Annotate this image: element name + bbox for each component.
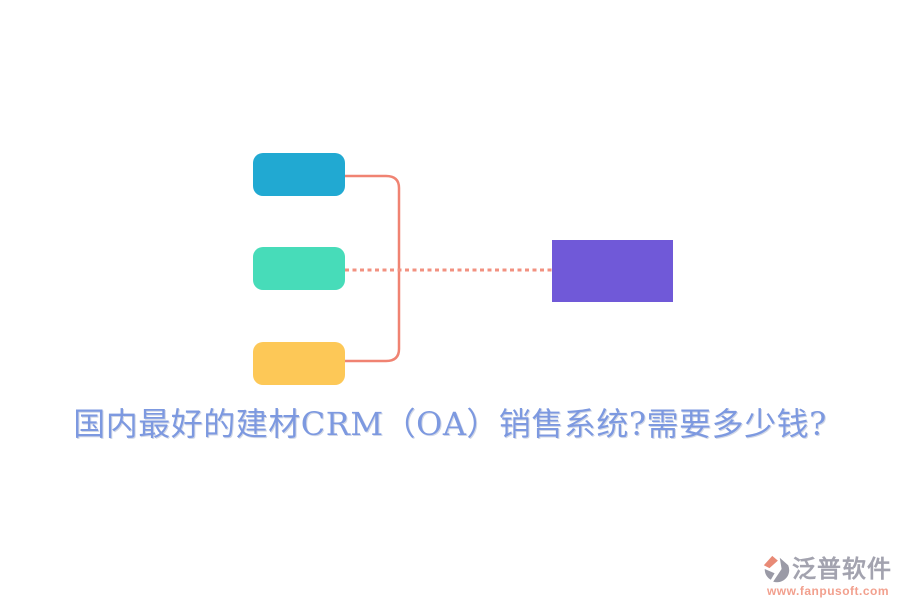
fanpu-logo-icon [761,554,791,584]
node-source-bottom [253,342,345,385]
node-source-top [253,153,345,196]
logo-brand-text: 泛普软件 [792,554,892,583]
logo-url-text: www.fanpusoft.com [766,584,890,598]
page-title: 国内最好的建材CRM（OA）销售系统?需要多少钱? [73,405,827,443]
fanpu-watermark-logo: 泛普软件 www.fanpusoft.com [761,554,895,597]
node-target [552,240,673,302]
node-source-middle [253,247,345,290]
